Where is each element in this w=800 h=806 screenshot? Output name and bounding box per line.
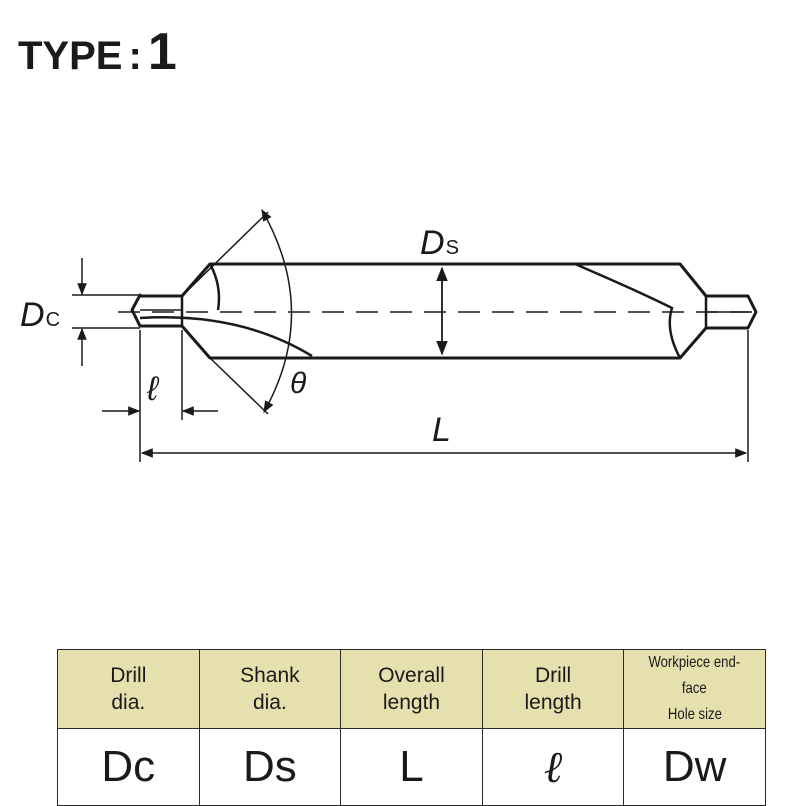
spec-symbol-row: Dc Ds L ℓ Dw — [57, 728, 766, 806]
tool-outline — [130, 262, 758, 360]
title-colon: : — [128, 34, 142, 78]
ell-label: ℓ — [146, 370, 160, 408]
symbol-dc: Dc — [57, 728, 200, 806]
symbol-l: L — [340, 728, 483, 806]
l-label: L — [432, 411, 451, 449]
ell-dimension — [102, 330, 218, 462]
symbol-dw: Dw — [623, 728, 766, 806]
center-drill-drawing: DS DC θ ℓ L — [20, 208, 760, 462]
symbol-ell: ℓ — [481, 728, 625, 806]
type-title: TYPE : 1 — [18, 22, 177, 82]
title-number: 1 — [147, 23, 177, 81]
theta-label: θ — [290, 367, 307, 400]
tool-details — [139, 262, 748, 359]
ds-label: DS — [420, 224, 459, 262]
dc-label: DC — [20, 296, 60, 334]
symbol-ds: Ds — [198, 728, 342, 806]
l-dimension — [140, 330, 749, 462]
theta-dimension — [181, 208, 293, 415]
title-word: TYPE — [18, 34, 123, 78]
dc-dimension — [72, 258, 140, 366]
